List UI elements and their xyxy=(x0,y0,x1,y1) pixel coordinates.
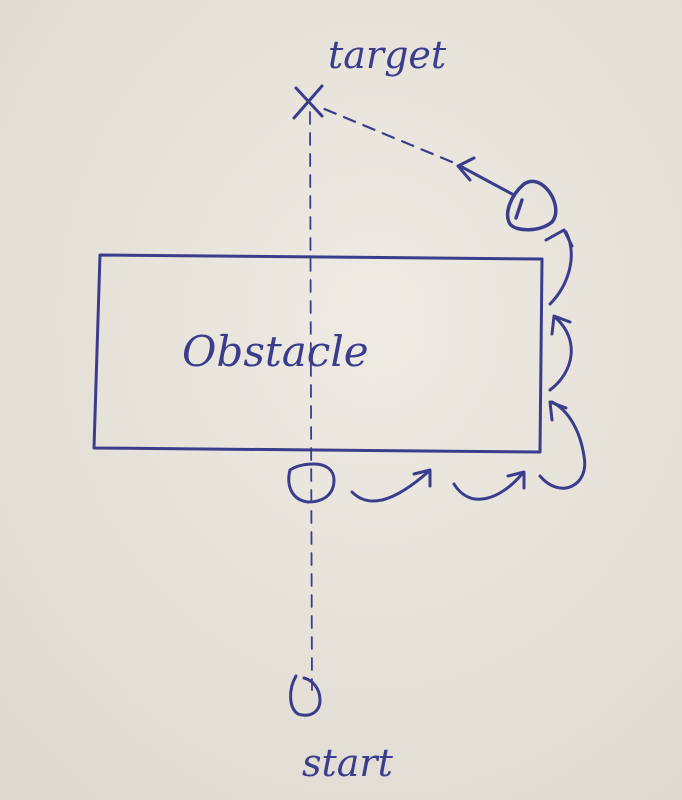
direction-arrow-head xyxy=(456,156,476,182)
obstacle-label: Obstacle xyxy=(182,327,369,376)
robot-position-bottom xyxy=(287,462,336,504)
start-marker xyxy=(289,674,322,717)
corner-arrow xyxy=(538,400,587,490)
target-label: target xyxy=(328,33,447,77)
wall-follow-arrow-1-head xyxy=(412,468,432,488)
start-label: start xyxy=(302,741,394,785)
direct-path-line xyxy=(309,111,313,691)
direction-arrow xyxy=(458,164,514,196)
top-corner-arrow-head xyxy=(544,228,574,248)
right-edge-arrow-head xyxy=(550,314,572,336)
robot-position-corner xyxy=(505,179,558,232)
dashed-line-to-target xyxy=(320,106,454,164)
right-edge-arrow xyxy=(548,316,573,392)
corner-arrow-head xyxy=(548,400,568,422)
obstacle-rectangle xyxy=(92,253,544,454)
wall-follow-arrow-2 xyxy=(452,472,524,501)
target-marker xyxy=(292,84,324,120)
wall-follow-arrow-2-head xyxy=(506,470,526,490)
wall-follow-arrow-1 xyxy=(350,470,430,503)
